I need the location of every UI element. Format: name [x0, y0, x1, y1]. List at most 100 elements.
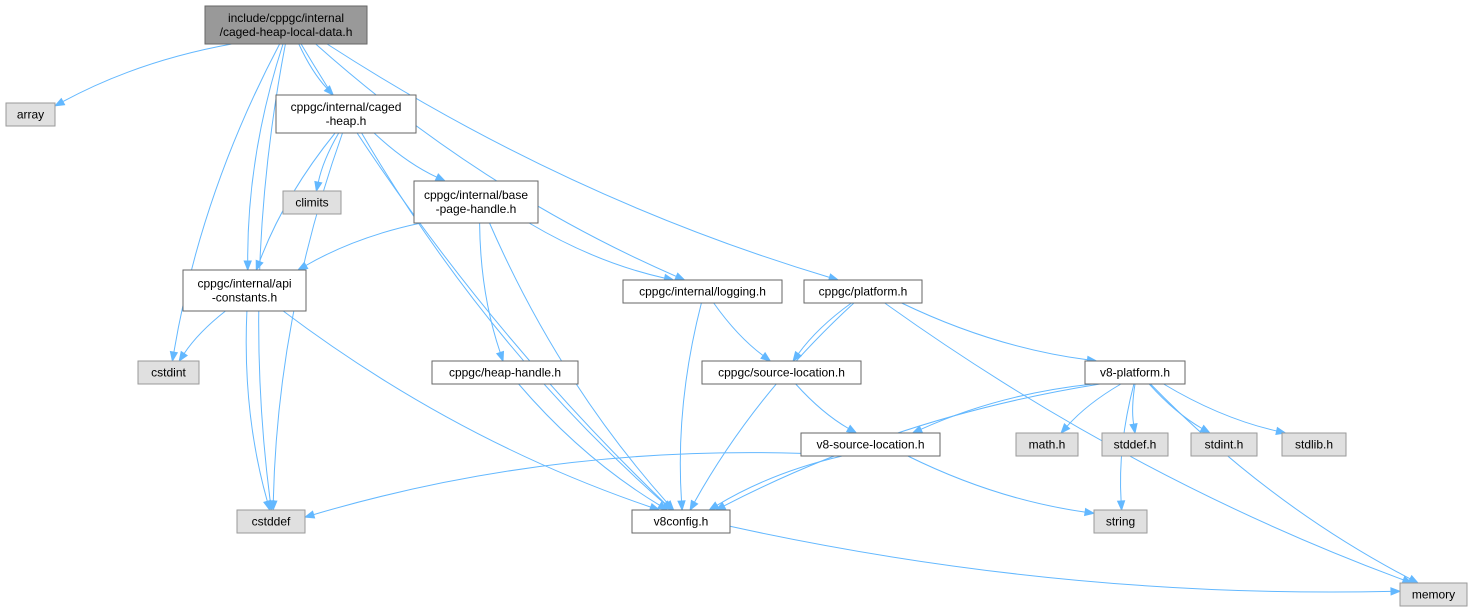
- node-box: [137, 360, 200, 385]
- node-box: [1190, 432, 1258, 457]
- edge-caged-heap-to-cstddef: [269, 132, 343, 512]
- node-label: cppgc/source-location.h: [718, 366, 845, 380]
- edge-line: [479, 222, 501, 353]
- node-memory: memory: [1399, 582, 1468, 607]
- node-array: array: [5, 102, 56, 127]
- node-box: [5, 102, 56, 127]
- edge-line: [1163, 383, 1277, 432]
- node-v8-platform[interactable]: v8-platform.h: [1084, 360, 1186, 385]
- node-v8config[interactable]: v8config.h: [631, 509, 731, 534]
- edge-v8-platform-to-stdlib-h: [1163, 383, 1287, 436]
- edge-line: [298, 43, 328, 89]
- edge-line: [361, 132, 666, 505]
- node-label: string: [1106, 515, 1135, 529]
- arrowhead-icon: [689, 499, 699, 512]
- node-label: include/cppgc/internal: [228, 11, 344, 25]
- arrowhead-icon: [314, 180, 323, 193]
- edge-line: [723, 383, 1101, 507]
- node-caged-heap[interactable]: cppgc/internal/caged-heap.h: [275, 94, 417, 134]
- node-box: [701, 360, 862, 385]
- node-label: cppgc/platform.h: [819, 285, 908, 299]
- edge-base-page-to-heap-handle: [479, 222, 505, 363]
- node-stddef-h: stddef.h: [1101, 432, 1169, 457]
- node-box: [204, 5, 368, 45]
- node-label: -page-handle.h: [436, 202, 517, 216]
- arrowhead-icon: [760, 351, 772, 362]
- edge-line: [1148, 383, 1203, 429]
- node-label: array: [17, 108, 44, 122]
- edge-v8-source-location-to-v8config: [708, 455, 843, 511]
- arrowhead-icon: [648, 502, 661, 511]
- edge-root-to-array: [53, 43, 232, 107]
- edge-base-page-to-logging: [528, 222, 675, 283]
- edge-line: [1150, 383, 1411, 580]
- node-label: v8config.h: [654, 515, 709, 529]
- node-label: stdint.h: [1205, 438, 1244, 452]
- node-root[interactable]: include/cppgc/internal/caged-heap-local-…: [204, 5, 368, 45]
- node-box: [1093, 509, 1148, 534]
- node-base-page[interactable]: cppgc/internal/base-page-handle.h: [413, 180, 539, 224]
- arrowhead-icon: [434, 173, 447, 182]
- node-label: stddef.h: [1114, 438, 1157, 452]
- node-cstdint: cstdint: [137, 360, 200, 385]
- edge-root-to-cstdint: [169, 43, 281, 363]
- node-box: [803, 279, 923, 304]
- edge-root-to-api-constants: [243, 43, 284, 272]
- edge-line: [795, 383, 849, 429]
- dependency-nodes: include/cppgc/internal/caged-heap-local-…: [5, 5, 1468, 607]
- node-api-constants[interactable]: cppgc/internal/api-constants.h: [182, 269, 307, 312]
- edge-root-to-logging: [315, 43, 686, 281]
- node-climits: climits: [282, 190, 342, 215]
- node-v8-source-location[interactable]: v8-source-location.h: [800, 432, 941, 457]
- edge-line: [173, 43, 281, 353]
- edge-root-to-platform: [326, 43, 840, 282]
- arrowhead-icon: [169, 350, 179, 363]
- node-label: cppgc/internal/caged: [291, 100, 402, 114]
- edge-v8-platform-to-stdint-h: [1148, 383, 1211, 434]
- edge-line: [326, 43, 830, 278]
- node-box: [275, 94, 417, 134]
- edge-source-location-to-v8-source-location: [795, 383, 858, 434]
- edge-v8-platform-to-stddef-h: [1129, 383, 1138, 435]
- edge-line: [282, 310, 651, 508]
- node-label: v8-source-location.h: [816, 438, 924, 452]
- edge-line: [884, 302, 1404, 581]
- node-box: [282, 190, 342, 215]
- node-box: [800, 432, 941, 457]
- node-logging[interactable]: cppgc/internal/logging.h: [622, 279, 783, 304]
- edge-line: [679, 302, 702, 502]
- edge-base-page-to-api-constants: [296, 222, 422, 271]
- node-stdlib-h: stdlib.h: [1281, 432, 1347, 457]
- edge-line: [183, 310, 226, 354]
- node-label: cstdint: [151, 366, 186, 380]
- edge-line: [313, 452, 802, 516]
- arrowhead-icon: [1060, 423, 1071, 435]
- node-label: cppgc/heap-handle.h: [449, 366, 561, 380]
- arrowhead-icon: [178, 350, 188, 363]
- edge-logging-to-v8config: [677, 302, 702, 512]
- node-box: [1015, 432, 1079, 457]
- node-platform[interactable]: cppgc/platform.h: [803, 279, 923, 304]
- edge-v8-source-location-to-string: [907, 455, 1096, 517]
- node-math: math.h: [1015, 432, 1079, 457]
- edge-line: [1066, 383, 1122, 427]
- arrowhead-icon: [255, 259, 264, 272]
- edge-platform-to-v8config: [689, 302, 855, 512]
- arrowhead-icon: [269, 500, 278, 512]
- node-source-location[interactable]: cppgc/source-location.h: [701, 360, 862, 385]
- edge-line: [245, 310, 268, 502]
- node-box: [631, 509, 731, 534]
- node-string: string: [1093, 509, 1148, 534]
- arrowhead-icon: [53, 97, 66, 107]
- edge-line: [797, 302, 852, 354]
- edge-line: [694, 302, 855, 503]
- node-heap-handle[interactable]: cppgc/heap-handle.h: [431, 360, 579, 385]
- arrowhead-icon: [1116, 500, 1126, 512]
- edge-line: [247, 43, 284, 262]
- node-box: [1399, 582, 1468, 607]
- arrowhead-icon: [1129, 422, 1138, 435]
- edge-line: [62, 43, 232, 103]
- edge-v8config-to-memory: [729, 525, 1402, 596]
- edge-logging-to-source-location: [713, 302, 772, 362]
